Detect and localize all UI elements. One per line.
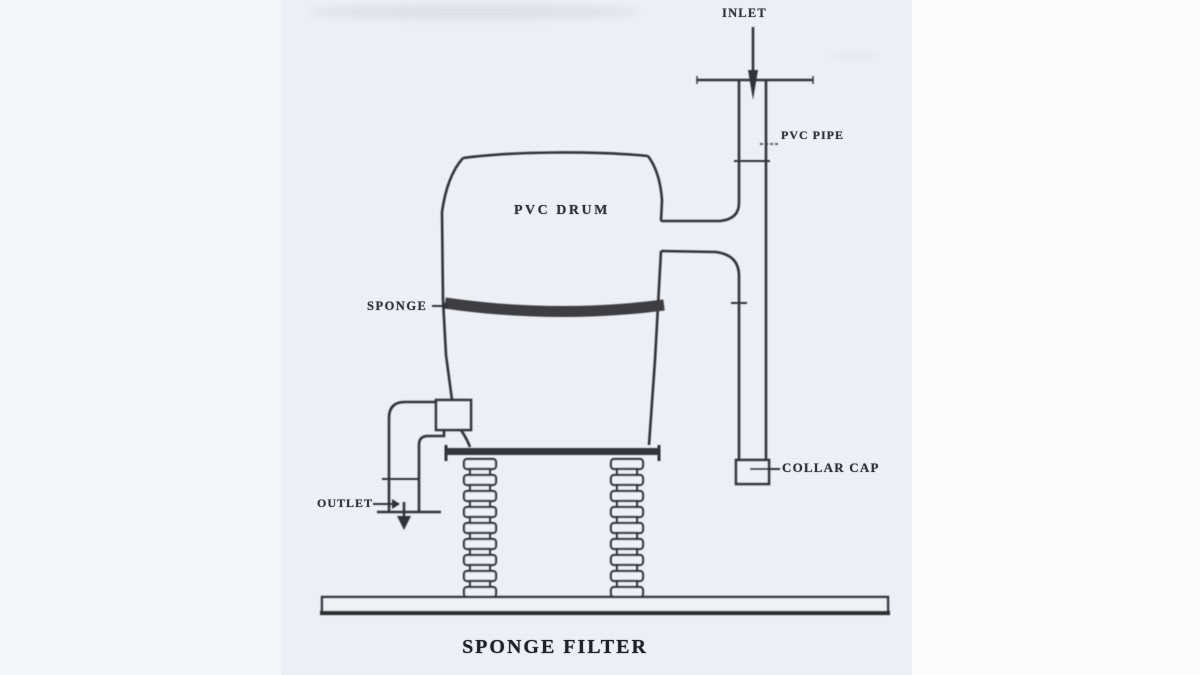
label-pvc-drum: PVC DRUM bbox=[514, 203, 610, 218]
scan-right-margin bbox=[912, 0, 1200, 675]
outlet-leader-line bbox=[373, 499, 400, 509]
drum-platform bbox=[444, 445, 661, 461]
inlet-flow-arrow bbox=[748, 27, 758, 100]
sponge-band bbox=[444, 297, 665, 318]
label-inlet: INLET bbox=[722, 6, 767, 20]
scanned-page bbox=[281, 0, 912, 675]
bleed-through-smudge bbox=[310, 4, 640, 20]
outlet-elbow-shape bbox=[377, 398, 473, 514]
base-plate bbox=[320, 595, 890, 616]
stand-leg-right bbox=[609, 457, 645, 599]
figure-caption: SPONGE FILTER bbox=[462, 636, 648, 658]
label-pvc-pipe: PVC PIPE bbox=[781, 128, 844, 142]
pvc-pipe-shape bbox=[660, 80, 770, 460]
outlet-flow-arrow bbox=[397, 502, 411, 530]
scan-left-margin bbox=[0, 0, 281, 675]
label-sponge: SPONGE bbox=[367, 299, 428, 313]
bleed-through-smudge bbox=[830, 52, 880, 60]
label-collar-cap: COLLAR CAP bbox=[782, 460, 880, 475]
label-outlet: OUTLET bbox=[317, 496, 374, 510]
stand-leg-left bbox=[462, 457, 498, 599]
pipe-mouth-crossbar bbox=[696, 76, 814, 84]
collar-cap-shape bbox=[734, 458, 780, 486]
sponge-leader-line bbox=[432, 302, 450, 310]
drum-outlet-fitting bbox=[434, 398, 473, 432]
drum-shape bbox=[440, 151, 664, 448]
